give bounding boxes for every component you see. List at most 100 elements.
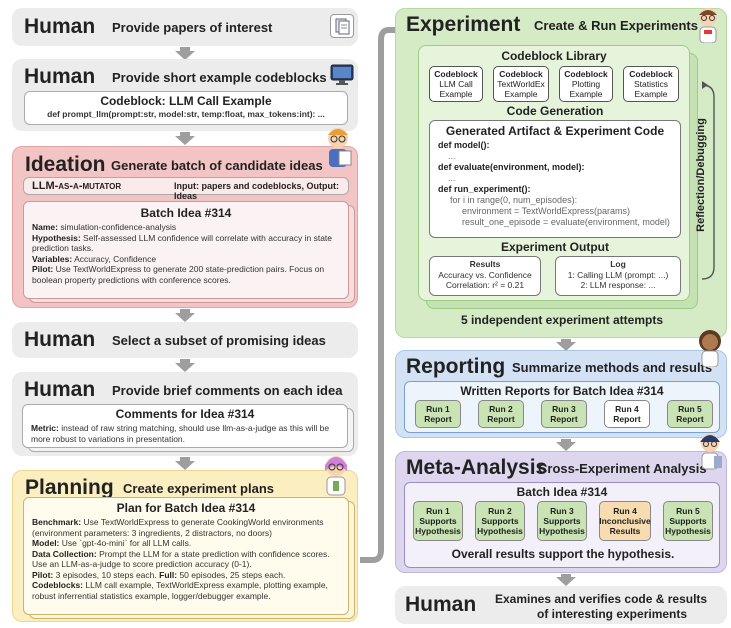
stage-label: Ideation	[25, 153, 106, 176]
codegen-title: Code Generation	[506, 104, 604, 118]
ideation-stage: Ideation Generate batch of candidate ide…	[12, 128, 358, 308]
field-benchmark: Benchmark: Use TextWorldExpress to gener…	[32, 517, 324, 538]
code-line: ...	[448, 151, 456, 161]
plan-fields: Benchmark: Use TextWorldExpress to gener…	[24, 515, 348, 601]
papers-icon	[330, 14, 354, 38]
artifact-title: Generated Artifact & Experiment Code	[445, 124, 665, 138]
field-name: Name: simulation-confidence-analysis	[32, 222, 177, 232]
library-title: Codeblock Library	[501, 49, 607, 63]
stage-description: Examines and verifies code & results	[495, 592, 708, 606]
meta-summary: Overall results support the hypothesis.	[451, 547, 675, 561]
artifact-card: Generated Artifact & Experiment Code def…	[429, 120, 681, 238]
stage-description: Create & Run Experiments	[534, 18, 698, 33]
stage-label: Reporting	[406, 355, 506, 378]
stage-description: Cross-Experiment Analysis	[538, 461, 707, 476]
human-stage-select: Human Select a subset of promising ideas	[12, 322, 358, 358]
card-title: Batch Idea #314	[516, 485, 608, 499]
stage-label: Human	[24, 328, 96, 351]
reflection-loop-arrow	[701, 81, 715, 280]
flow-connector	[360, 27, 395, 563]
comments-card: Comments for Idea #314 Metric: instead o…	[22, 404, 348, 448]
code-line: def evaluate(environment, model):	[438, 162, 585, 172]
code-line: def model():	[438, 140, 490, 150]
plan-card: Plan for Batch Idea #314 Benchmark: Use …	[23, 497, 349, 615]
reports-card: Written Reports for Batch Idea #314 Run …	[404, 381, 720, 433]
card-title: Written Reports for Batch Idea #314	[460, 384, 664, 398]
monitor-icon	[330, 64, 354, 86]
stage-description: Generate batch of candidate ideas	[111, 158, 323, 173]
field-variables: Variables: Accuracy, Confidence	[32, 253, 157, 264]
results-card: Results Accuracy vs. Confidence Correlat…	[429, 256, 541, 296]
log-line: 1: Calling LLM (prompt: ...)	[567, 269, 669, 280]
results-line: Accuracy vs. Confidence	[438, 269, 532, 280]
card-code: def prompt_llm(prompt:str, model:str, te…	[47, 109, 325, 119]
stage-description: Provide papers of interest	[112, 20, 273, 35]
human-stage-comments: Human Provide brief comments on each ide…	[12, 372, 358, 456]
reporting-stage: Reporting Summarize methods and results …	[395, 330, 727, 438]
planning-stage: Planning Create experiment plans Plan fo…	[12, 456, 358, 622]
code-line: for i in range(0, num_episodes):	[450, 195, 578, 205]
results-title: Results	[469, 259, 501, 269]
code-line: environment = TextWorldExpress(params)	[462, 206, 630, 216]
log-card: Log 1: Calling LLM (prompt: ...) 2: LLM …	[555, 256, 681, 296]
attempts-label: 5 independent experiment attempts	[460, 313, 664, 327]
stage-label: Human	[405, 593, 477, 616]
field-pilot: Pilot: Use TextWorldExpress to generate …	[32, 264, 325, 285]
output-title: Experiment Output	[500, 240, 609, 254]
human-stage-papers: Human Provide papers of interest	[12, 8, 358, 46]
human-stage-verify: Human Examines and verifies code & resul…	[395, 586, 727, 624]
code-line: result_one_episode = evaluate(environmen…	[462, 217, 670, 227]
codeblock-card: Codeblock: LLM Call Example def prompt_l…	[24, 91, 348, 125]
field-pilot: Pilot: 3 episodes, 10 steps each. Full: …	[32, 569, 286, 580]
stage-label: Human	[24, 15, 96, 38]
mutator-bar: LLM-as-a-mutator Input: papers and codeb…	[23, 177, 349, 201]
batch-idea-card: Batch Idea #314 Name: simulation-confide…	[23, 201, 349, 299]
card-title: Plan for Batch Idea #314	[116, 501, 256, 515]
stage-description: Provide short example codeblocks	[112, 70, 327, 85]
code-line: ...	[448, 173, 456, 183]
stage-description: of interesting experiments	[537, 607, 688, 621]
stage-label: Human	[24, 378, 96, 401]
scientist-avatar-icon	[694, 327, 726, 368]
stage-label: Meta-Analysis	[406, 456, 548, 479]
meta-analysis-stage: Meta-Analysis Cross-Experiment Analysis …	[395, 434, 727, 573]
log-line: 2: LLM response: ...	[580, 280, 656, 290]
field-hypothesis: Hypothesis: Self-assessed LLM confidence…	[32, 232, 333, 254]
stage-label: Experiment	[406, 13, 521, 36]
reflection-label: Reflection/Debugging	[695, 118, 707, 232]
idea-fields: Name: simulation-confidence-analysis Hyp…	[24, 220, 348, 285]
experiment-stage: Experiment Create & Run Experiments Code…	[395, 8, 727, 338]
results-line: Correlation: r² = 0.21	[445, 280, 525, 290]
scientist-avatar-icon	[319, 453, 353, 497]
log-title: Log	[610, 259, 626, 269]
stage-description: Select a subset of promising ideas	[112, 333, 326, 348]
stage-label: Human	[24, 65, 96, 88]
stage-description: Summarize methods and results	[512, 360, 713, 375]
field-model: Model: Use `gpt-4o-mini` for all LLM cal…	[32, 538, 192, 548]
card-title: Comments for Idea #314	[115, 407, 255, 421]
stage-description: Provide brief comments on each idea	[112, 383, 343, 398]
human-stage-codeblocks: Human Provide short example codeblocks C…	[12, 59, 358, 131]
card-title: Codeblock: LLM Call Example	[100, 94, 272, 108]
mutator-label: LLM-as-a-mutator	[32, 180, 122, 192]
scientist-avatar-icon	[694, 430, 726, 470]
scientist-avatar-icon	[321, 125, 355, 169]
mutator-description: Input: papers and codeblocks, Output: Id…	[174, 181, 340, 201]
stage-label: Planning	[25, 476, 114, 499]
field-data-collection: Data Collection: Prompt the LLM for a st…	[32, 548, 330, 570]
